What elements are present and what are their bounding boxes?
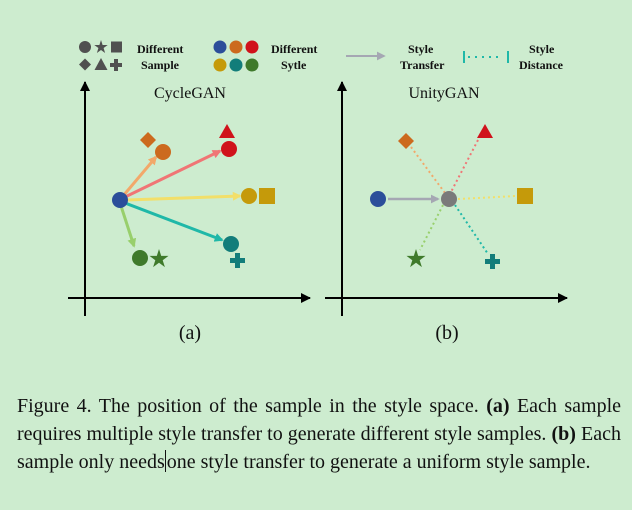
legend-style-gold-icon <box>213 58 227 72</box>
panel-b-distance-red <box>450 139 479 193</box>
panel-a-orange-circle <box>155 144 171 160</box>
panel-a-red-triangle <box>219 124 235 138</box>
legend-star-icon <box>94 40 108 53</box>
legend-different-style-line2: Sytle <box>281 58 307 72</box>
caption-a-text: Each sample requires multiple style tran… <box>17 395 622 445</box>
panel-b-source-sample <box>370 191 386 207</box>
legend-triangle-icon <box>94 58 108 70</box>
panel-b-orange-diamond <box>398 133 414 149</box>
panel-b-gold-square <box>517 188 533 204</box>
panel-a-orange-diamond <box>140 132 156 148</box>
caption-intro: The position of the sample in the style … <box>91 395 487 417</box>
legend-circle-icon <box>79 41 91 53</box>
legend-style-green-icon <box>245 58 259 72</box>
legend-style-distance-line2: Distance <box>519 58 564 72</box>
legend-different-style-icons <box>213 40 259 72</box>
text-cursor <box>164 450 166 472</box>
panel-a: CycleGAN (a) <box>68 81 311 344</box>
style-space-diagram: Different Sample Different Sytle Style T… <box>68 40 568 344</box>
caption-b-tag: (b) <box>551 423 576 445</box>
panel-a-green-star <box>149 249 169 268</box>
legend-style-orange-icon <box>229 40 243 54</box>
panel-b: UnityGAN (b) <box>325 81 568 344</box>
legend-different-sample-line2: Sample <box>141 58 180 72</box>
panel-a-arrow-yellow <box>126 191 242 202</box>
legend-style-transfer-line1: Style <box>408 42 434 56</box>
panel-b-teal-cross <box>485 254 500 269</box>
caption-a-tag: (a) <box>486 395 510 417</box>
legend: Different Sample Different Sytle Style T… <box>79 40 564 72</box>
legend-different-style-line1: Different <box>271 42 317 56</box>
panel-a-green-circle <box>132 250 148 266</box>
panel-b-distance-teal <box>454 204 489 255</box>
panel-b-distance-orange <box>410 146 446 194</box>
caption-b-text-1: Each sample only needs <box>17 423 621 473</box>
panel-a-gold-square <box>259 188 275 204</box>
panel-b-green-star <box>406 249 426 268</box>
panel-a-label: (a) <box>179 322 201 344</box>
legend-style-distance-line1: Style <box>529 42 555 56</box>
panel-a-gold-circle <box>241 188 257 204</box>
panel-a-arrow-teal <box>124 201 224 242</box>
panel-b-title: UnityGAN <box>408 85 480 102</box>
panel-a-arrow-orange <box>121 155 158 197</box>
legend-different-sample-icons <box>79 40 122 71</box>
panel-a-red-circle <box>221 141 237 157</box>
legend-style-red-icon <box>245 40 259 54</box>
panel-a-source-sample <box>112 192 128 208</box>
panel-b-red-triangle <box>477 124 493 138</box>
caption-b-text-2: one style transfer to generate a uniform… <box>166 451 591 473</box>
panel-a-teal-cross <box>230 253 245 268</box>
legend-different-sample-line1: Different <box>137 42 183 56</box>
legend-diamond-icon <box>79 58 91 71</box>
panel-b-uniform-sample <box>441 191 457 207</box>
panel-b-distance-yellow <box>457 195 517 200</box>
panel-a-arrow-green <box>119 205 137 248</box>
legend-style-transfer-line2: Transfer <box>400 58 445 72</box>
panel-a-arrow-red <box>124 149 222 199</box>
legend-style-blue-icon <box>213 40 227 54</box>
panel-a-title: CycleGAN <box>154 85 226 102</box>
panel-b-label: (b) <box>435 322 458 344</box>
panel-b-distance-green <box>419 204 444 251</box>
legend-style-distance-icon <box>463 51 509 63</box>
panel-a-teal-circle <box>223 236 239 252</box>
caption-figure-number: Figure 4. <box>17 395 92 417</box>
legend-square-icon <box>111 41 122 53</box>
legend-style-teal-icon <box>229 58 243 72</box>
figure-caption: Figure 4. The position of the sample in … <box>17 392 621 476</box>
legend-cross-icon <box>110 59 122 71</box>
